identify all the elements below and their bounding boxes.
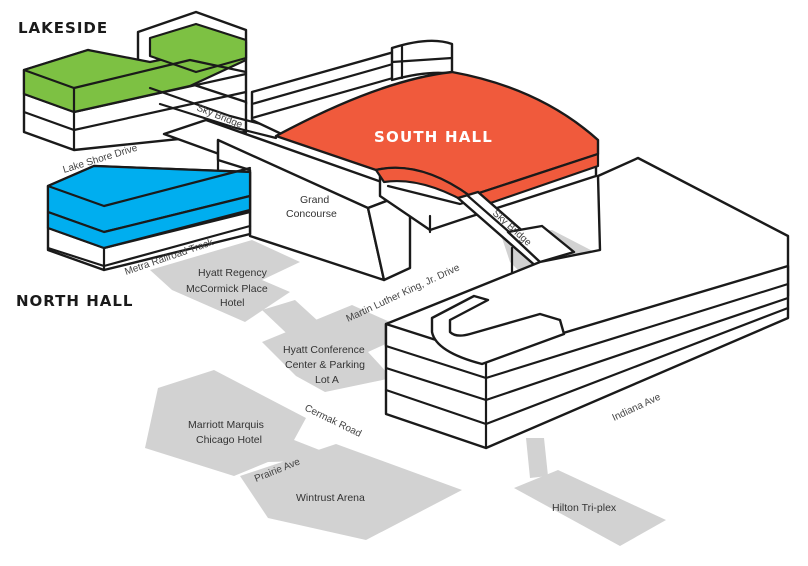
hilton-label: Hilton Tri-plex: [552, 502, 617, 514]
hyatt-regency-label-1: Hyatt Regency: [198, 267, 268, 279]
grand-concourse-label-1: Grand: [300, 194, 329, 206]
east-building-notch: [430, 294, 566, 366]
hyatt-regency-label-3: Hotel: [220, 297, 245, 309]
south-hall-label: SOUTH HALL: [374, 128, 493, 146]
wintrust-label: Wintrust Arena: [296, 492, 365, 504]
hyatt-regency-label-2: McCormick Place: [186, 283, 268, 295]
hilton-connector: [526, 438, 548, 478]
north-hall-highlight-band: [46, 194, 252, 250]
hyatt-conference-lot: [262, 305, 412, 392]
marriott-label-2: Chicago Hotel: [196, 434, 262, 446]
hilton-lot: [514, 470, 666, 546]
lakeside-highlight-roof: [148, 22, 248, 74]
cermak-road-label: Cermak Road: [303, 403, 363, 440]
south-hall-building[interactable]: [250, 39, 600, 234]
north-hall-building[interactable]: [46, 164, 252, 272]
east-building[interactable]: [384, 156, 790, 450]
lakeside-label: LAKESIDE: [18, 19, 108, 37]
south-hall-highlight-edge: [374, 152, 600, 210]
wintrust-lot: [240, 444, 462, 540]
hyatt-conference-label-2: Center & Parking: [285, 359, 365, 371]
marriott-lot: [145, 370, 345, 476]
hyatt-conference-label-1: Hyatt Conference: [283, 344, 365, 356]
hyatt-regency-lot: [150, 240, 300, 322]
marriott-label-1: Marriott Marquis: [188, 419, 264, 431]
indiana-ave-label: Indiana Ave: [611, 392, 663, 424]
grand-concourse-label-2: Concourse: [286, 208, 337, 220]
north-hall-label: NORTH HALL: [16, 292, 133, 310]
hyatt-conference-label-3: Lot A: [315, 374, 339, 386]
